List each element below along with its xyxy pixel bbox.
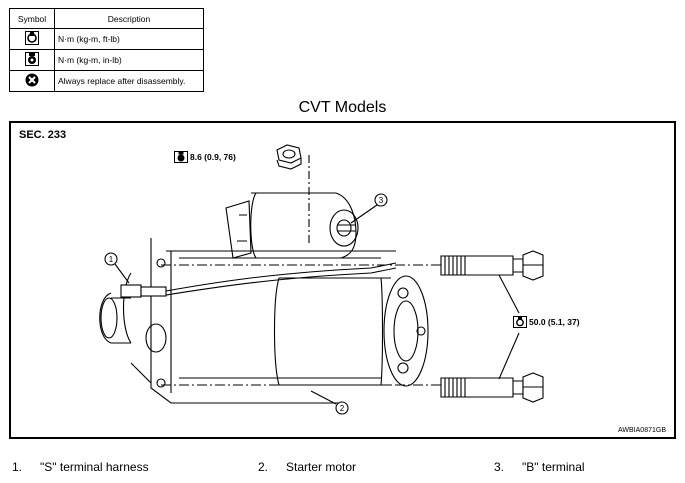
terminal-nut	[276, 144, 302, 170]
caption-item: 2. Starter motor	[258, 460, 356, 474]
legend-row: N·m (kg-m, ft-lb)	[9, 28, 204, 50]
legend-header-description: Description	[54, 8, 204, 29]
torque-wrench-small-icon	[174, 151, 188, 163]
legend-description: N·m (kg-m, ft-lb)	[54, 28, 204, 50]
callout-2-label: 2	[340, 404, 345, 413]
upper-mounting-bolt	[440, 250, 544, 281]
legend-description: Always replace after disassembly.	[54, 70, 204, 92]
parts-captions: 1. "S" terminal harness 2. Starter motor…	[0, 460, 685, 478]
page-title: CVT Models	[298, 99, 387, 116]
torque-label-mounting-bolts: 50.0 (5.1, 37)	[513, 316, 580, 328]
lower-mounting-bolt	[440, 372, 544, 403]
legend-row: Always replace after disassembly.	[9, 70, 204, 92]
motor-yoke	[273, 275, 429, 387]
starter-body	[99, 238, 396, 404]
section-label: SEC. 233	[19, 129, 67, 141]
solenoid	[225, 192, 359, 259]
s-terminal-harness	[120, 262, 397, 298]
torque-wrench-icon	[25, 31, 39, 45]
symbol-legend-table: Symbol Description N·m (kg-m, ft-lb) N·m…	[9, 8, 204, 92]
caption-number: 3.	[494, 460, 505, 474]
caption-text: "B" terminal	[522, 460, 585, 474]
legend-header-row: Symbol Description	[9, 8, 204, 29]
caption-item: 3. "B" terminal	[494, 460, 585, 474]
legend-row: N·m (kg-m, in-lb)	[9, 49, 204, 71]
figure-code: AWBIA0871GB	[618, 427, 666, 434]
torque-value: 8.6 (0.9, 76)	[190, 152, 236, 162]
legend-header-symbol: Symbol	[9, 8, 55, 29]
caption-text: "S" terminal harness	[40, 460, 149, 474]
callout-3-label: 3	[379, 196, 384, 205]
callout-2	[310, 390, 349, 415]
callout-1-label: 1	[109, 255, 114, 264]
legend-description: N·m (kg-m, in-lb)	[54, 49, 204, 71]
callout-1	[104, 252, 130, 284]
torque-value: 50.0 (5.1, 37)	[529, 317, 580, 327]
caption-number: 1.	[12, 460, 23, 474]
replace-x-icon	[25, 73, 39, 87]
caption-number: 2.	[258, 460, 269, 474]
callout-3	[350, 193, 388, 224]
diagram-frame: SEC. 233	[9, 121, 676, 439]
torque-wrench-icon	[513, 316, 527, 328]
caption-text: Starter motor	[286, 460, 357, 474]
starter-motor-diagram: 1 2 3	[99, 144, 544, 415]
caption-item: 1. "S" terminal harness	[12, 460, 149, 474]
torque-wrench-small-icon	[25, 52, 39, 66]
torque-label-terminal-nut: 8.6 (0.9, 76)	[174, 151, 236, 163]
